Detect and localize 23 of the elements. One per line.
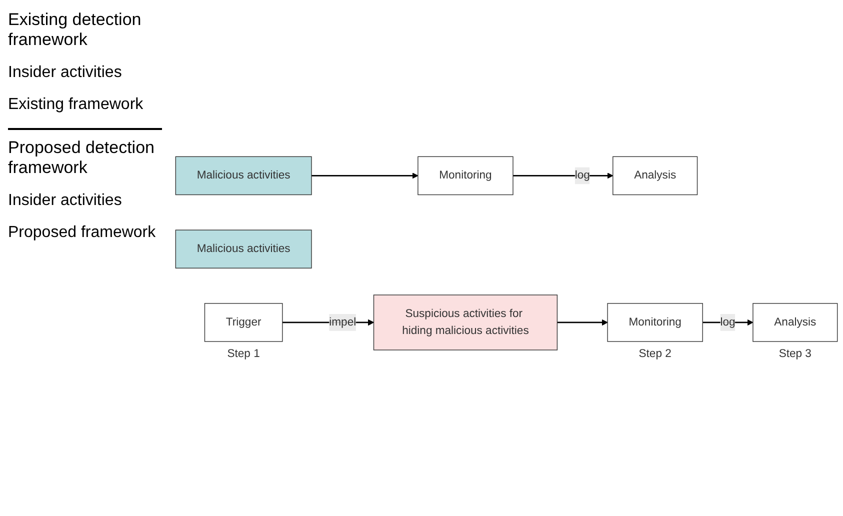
step-label: Step 1 bbox=[227, 348, 260, 360]
row-label: Proposed framework bbox=[8, 224, 157, 242]
arrow bbox=[311, 172, 418, 178]
node-box: Trigger bbox=[204, 302, 283, 342]
node-box: Monitoring bbox=[418, 156, 514, 195]
row-label: Existing framework bbox=[8, 96, 144, 114]
arrow bbox=[557, 319, 608, 326]
node-box: Analysis bbox=[612, 156, 698, 195]
node-box: Malicious activities bbox=[175, 229, 312, 268]
row-label: Insider activities bbox=[8, 64, 123, 82]
node-box: Monitoring bbox=[607, 302, 703, 342]
row-label: Insider activities bbox=[8, 192, 123, 210]
node-box: Malicious activities bbox=[175, 156, 312, 195]
step-label: Step 3 bbox=[778, 348, 812, 360]
step-label: Step 2 bbox=[638, 348, 672, 360]
section-heading: Existing detection framework bbox=[8, 10, 142, 50]
arrow bbox=[513, 172, 614, 178]
node-box: Analysis bbox=[752, 302, 838, 342]
edge-label: log bbox=[720, 316, 736, 328]
node-box: Suspicious activities for hiding malicious activities bbox=[373, 294, 558, 350]
edge-label: impel bbox=[329, 316, 356, 328]
edge-label: log bbox=[574, 169, 590, 181]
section-heading: Proposed detection framework bbox=[8, 128, 162, 178]
